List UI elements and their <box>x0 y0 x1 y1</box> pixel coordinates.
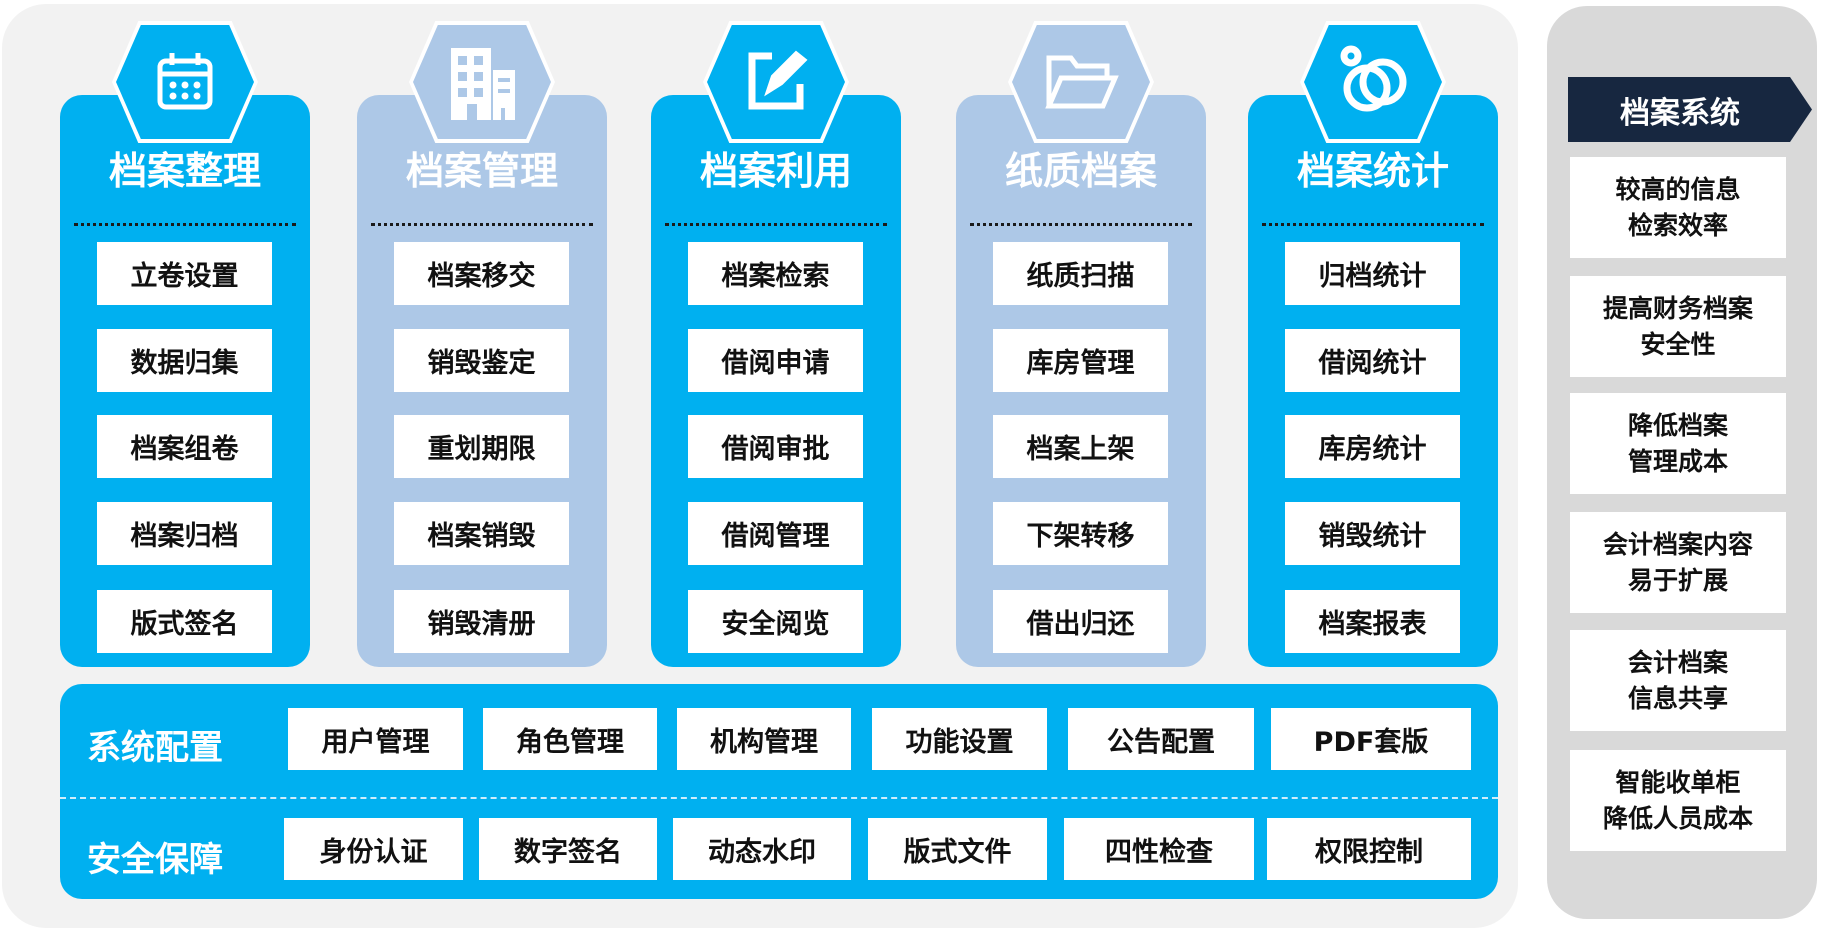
module-item[interactable]: 销毁鉴定 <box>394 329 569 392</box>
column-title: 纸质档案 <box>1004 149 1157 193</box>
divider <box>665 223 887 226</box>
module-item[interactable]: 归档统计 <box>1285 242 1460 305</box>
benefit-line: 管理成本 <box>1627 446 1728 476</box>
function-button[interactable]: 权限控制 <box>1267 818 1471 880</box>
benefit-item: 降低档案管理成本 <box>1570 393 1786 494</box>
module-item[interactable]: 数据归集 <box>97 329 272 392</box>
benefit-line: 检索效率 <box>1627 210 1728 240</box>
column-title: 档案利用 <box>699 149 852 193</box>
benefit-item: 会计档案信息共享 <box>1570 630 1786 731</box>
benefit-line: 易于扩展 <box>1627 565 1728 595</box>
module-item[interactable]: 销毁统计 <box>1285 502 1460 565</box>
building-icon <box>413 25 551 139</box>
module-item[interactable]: 借阅审批 <box>688 415 863 478</box>
benefit-line: 安全性 <box>1640 329 1716 359</box>
row-label-security: 安全保障 <box>87 840 223 880</box>
hexagon-badge <box>703 21 849 143</box>
divider <box>74 223 296 226</box>
column-2: 档案利用档案检索借阅申请借阅审批借阅管理安全阅览 <box>651 95 901 667</box>
benefit-line: 较高的信息 <box>1615 174 1741 204</box>
benefit-line: 信息共享 <box>1627 683 1728 713</box>
hexagon-badge <box>1008 21 1154 143</box>
module-item[interactable]: 借阅统计 <box>1285 329 1460 392</box>
benefit-item: 提高财务档案安全性 <box>1570 276 1786 377</box>
benefit-line: 提高财务档案 <box>1602 293 1753 323</box>
benefit-line: 会计档案内容 <box>1602 529 1753 559</box>
benefit-line: 降低档案 <box>1627 410 1728 440</box>
module-item[interactable]: 版式签名 <box>97 590 272 653</box>
function-button[interactable]: 用户管理 <box>288 708 463 770</box>
module-item[interactable]: 库房统计 <box>1285 415 1460 478</box>
hexagon-badge <box>112 21 258 143</box>
module-item[interactable]: 档案检索 <box>688 242 863 305</box>
function-button[interactable]: 版式文件 <box>868 818 1047 880</box>
module-item[interactable]: 档案移交 <box>394 242 569 305</box>
module-item[interactable]: 档案销毁 <box>394 502 569 565</box>
hexagon-badge <box>1300 21 1446 143</box>
column-title: 档案整理 <box>108 149 261 193</box>
divider <box>970 223 1192 226</box>
column-0: 档案整理立卷设置数据归集档案组卷档案归档版式签名 <box>60 95 310 667</box>
benefit-line: 会计档案 <box>1627 647 1728 677</box>
column-4: 档案统计归档统计借阅统计库房统计销毁统计档案报表 <box>1248 95 1498 667</box>
module-item[interactable]: 档案组卷 <box>97 415 272 478</box>
module-item[interactable]: 下架转移 <box>993 502 1168 565</box>
benefit-item: 会计档案内容易于扩展 <box>1570 512 1786 613</box>
function-button[interactable]: 角色管理 <box>483 708 657 770</box>
module-item[interactable]: 档案上架 <box>993 415 1168 478</box>
side-title: 档案系统 <box>1568 77 1812 142</box>
edit-icon <box>707 25 845 139</box>
module-item[interactable]: 销毁清册 <box>394 590 569 653</box>
function-button[interactable]: 动态水印 <box>673 818 851 880</box>
module-item[interactable]: 纸质扫描 <box>993 242 1168 305</box>
module-item[interactable]: 安全阅览 <box>688 590 863 653</box>
function-button[interactable]: 功能设置 <box>872 708 1047 770</box>
row-label-system-config: 系统配置 <box>87 728 223 768</box>
function-button[interactable]: 公告配置 <box>1068 708 1254 770</box>
column-1: 档案管理档案移交销毁鉴定重划期限档案销毁销毁清册 <box>357 95 607 667</box>
module-item[interactable]: 借阅申请 <box>688 329 863 392</box>
function-button[interactable]: 身份认证 <box>284 818 463 880</box>
function-button[interactable]: 机构管理 <box>677 708 851 770</box>
function-button[interactable]: 四性检查 <box>1064 818 1254 880</box>
benefit-item: 较高的信息检索效率 <box>1570 157 1786 258</box>
bottom-panel: 系统配置 安全保障 用户管理角色管理机构管理功能设置公告配置 PDF套版身份认证数… <box>60 684 1498 899</box>
benefit-line: 智能收单柜 <box>1615 767 1741 797</box>
function-button[interactable]: PDF套版 <box>1271 708 1471 770</box>
module-item[interactable]: 立卷设置 <box>97 242 272 305</box>
module-item[interactable]: 档案报表 <box>1285 590 1460 653</box>
module-item[interactable]: 借出归还 <box>993 590 1168 653</box>
module-item[interactable]: 重划期限 <box>394 415 569 478</box>
folder-icon <box>1012 25 1150 139</box>
divider <box>371 223 593 226</box>
benefit-item: 智能收单柜降低人员成本 <box>1570 750 1786 851</box>
calendar-icon <box>116 25 254 139</box>
hexagon-badge <box>409 21 555 143</box>
column-title: 档案管理 <box>405 149 558 193</box>
module-item[interactable]: 库房管理 <box>993 329 1168 392</box>
divider <box>60 797 1498 799</box>
column-title: 档案统计 <box>1296 149 1449 193</box>
module-item[interactable]: 借阅管理 <box>688 502 863 565</box>
benefit-line: 降低人员成本 <box>1602 803 1753 833</box>
function-button[interactable]: 数字签名 <box>479 818 657 880</box>
rings-icon <box>1304 25 1442 139</box>
divider <box>1262 223 1484 226</box>
column-3: 纸质档案纸质扫描库房管理档案上架下架转移借出归还 <box>956 95 1206 667</box>
module-item[interactable]: 档案归档 <box>97 502 272 565</box>
